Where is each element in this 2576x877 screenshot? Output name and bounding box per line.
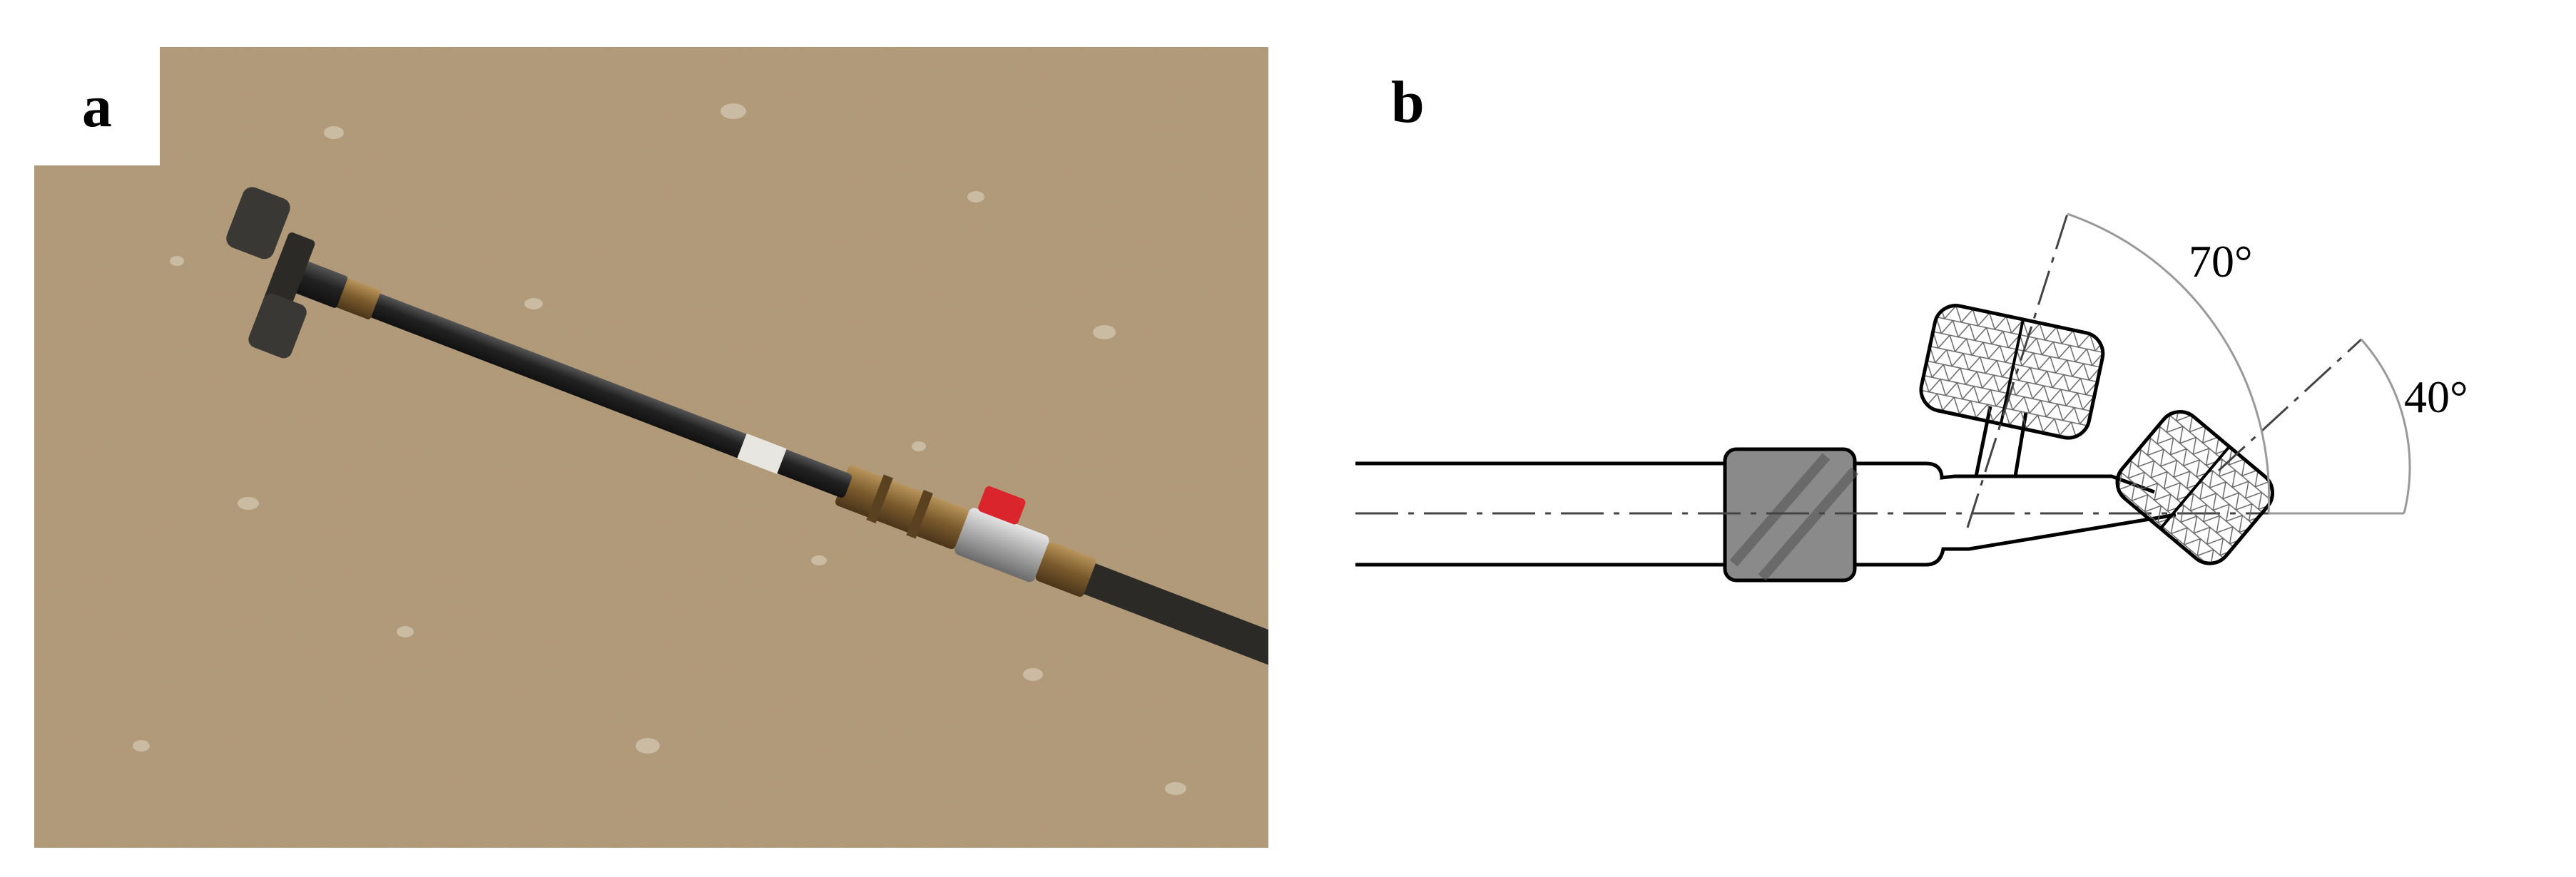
valve-nut <box>1035 542 1096 598</box>
photo-panel-a <box>34 47 1268 848</box>
coupling <box>1723 447 1857 583</box>
spray-lance <box>226 187 1268 676</box>
nozzle-40 <box>2115 410 2275 565</box>
angle-label-40: 40° <box>2404 371 2468 422</box>
spray-lance-photo <box>34 47 1268 848</box>
nozzle-70 <box>1919 304 2105 440</box>
nozzle-cap-lower <box>248 293 307 359</box>
valve-handle <box>978 486 1026 525</box>
lance-tube <box>352 287 852 498</box>
pebbles <box>133 103 1186 795</box>
valve-body <box>954 508 1049 583</box>
angle-guides <box>1966 212 2411 528</box>
panel-b-label: b <box>1391 69 1425 135</box>
panel-a-label: a <box>34 47 160 165</box>
angle-label-70: 70° <box>2189 236 2253 287</box>
hose-rear <box>1082 563 1268 676</box>
brass-fitting <box>835 466 969 550</box>
lance-outline <box>1355 406 2177 567</box>
nozzle-cap-upper <box>226 187 290 260</box>
white-label <box>737 433 787 474</box>
